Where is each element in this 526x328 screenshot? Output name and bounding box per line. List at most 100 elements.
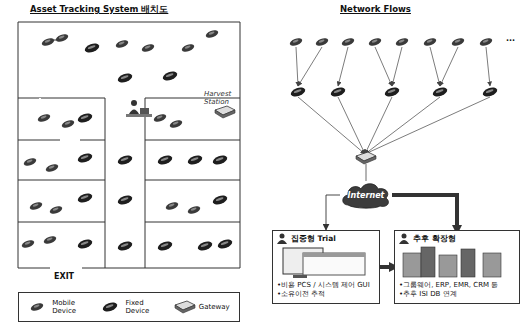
mobile-device bbox=[169, 119, 183, 130]
gui-screen bbox=[277, 245, 375, 279]
gateway-sample bbox=[175, 301, 195, 313]
box-text: •소유이전 추적 bbox=[277, 290, 375, 299]
mobile-device bbox=[205, 29, 219, 40]
box-heading: Internet bbox=[348, 191, 385, 200]
gateway-device bbox=[356, 152, 376, 164]
operator-icon bbox=[126, 100, 152, 117]
mobile-device bbox=[395, 37, 409, 48]
mobile-device bbox=[315, 37, 329, 48]
mobile-device bbox=[55, 33, 69, 44]
legend-text: Gateway bbox=[199, 303, 233, 311]
mobile-device bbox=[45, 163, 59, 174]
trial-box: 집중형 Trial •비용 PCS / 시스템 제어 GUI•소유이전 추적 bbox=[272, 230, 380, 304]
fixed-device bbox=[290, 86, 307, 99]
flow-arrow bbox=[338, 47, 348, 86]
mobile-device bbox=[115, 39, 129, 50]
station-label: Harvest Station bbox=[204, 90, 244, 106]
box-heading: 추후 확장형 bbox=[399, 234, 515, 243]
legend-sample bbox=[25, 300, 49, 314]
mobile-device bbox=[41, 37, 55, 48]
fixed-device bbox=[157, 240, 174, 253]
mobile-device bbox=[43, 235, 57, 246]
legend-item: Fixed Device bbox=[98, 299, 159, 315]
mobile-device bbox=[61, 119, 75, 130]
flow-arrow bbox=[440, 47, 458, 86]
box-text: •추후 ISI DB 연계 bbox=[399, 290, 515, 299]
fixed-sample bbox=[102, 301, 119, 314]
legend-item: Gateway bbox=[172, 300, 233, 314]
flow-arrow bbox=[338, 97, 365, 154]
fixed-device bbox=[432, 86, 449, 99]
mobile-device bbox=[153, 113, 167, 124]
flow-arrow bbox=[296, 47, 298, 86]
flow-arrow bbox=[365, 97, 490, 154]
legend-box: Mobile Device Fixed Device Gateway bbox=[18, 292, 240, 322]
user-icon bbox=[277, 233, 288, 244]
legend-text: Mobile Device bbox=[52, 299, 86, 315]
fixed-device bbox=[212, 194, 229, 207]
fixed-device bbox=[212, 154, 229, 167]
box-heading: 집중형 Trial bbox=[277, 234, 375, 243]
mobile-device bbox=[37, 113, 51, 124]
fixed-device bbox=[330, 86, 347, 99]
flow-arrow bbox=[298, 47, 322, 86]
mobile-device bbox=[341, 37, 355, 48]
fixed-device bbox=[117, 72, 134, 85]
fixed-device bbox=[117, 240, 134, 253]
fixed-device bbox=[482, 86, 499, 99]
mobile-sample bbox=[30, 302, 44, 313]
expansion-box: 추후 확장형 •그룹웨어, ERP, EMR, CRM 등•추후 ISI DB 연… bbox=[394, 230, 520, 304]
fixed-device bbox=[187, 154, 204, 167]
fixed-device bbox=[77, 192, 94, 205]
fixed-device bbox=[77, 238, 94, 251]
panel-title: Asset Tracking System 배치도 bbox=[30, 4, 168, 16]
fixed-device bbox=[217, 238, 234, 251]
mobile-device bbox=[479, 37, 493, 48]
flow-arrow bbox=[298, 97, 365, 154]
box-text: •비용 PCS / 시스템 제어 GUI bbox=[277, 281, 375, 290]
gateway-device bbox=[215, 106, 235, 118]
transition-arrow bbox=[392, 195, 457, 230]
fixed-device bbox=[117, 194, 134, 207]
mobile-device bbox=[289, 37, 303, 48]
server-group bbox=[399, 245, 515, 279]
flow-arrow bbox=[392, 47, 402, 86]
flow-arrow bbox=[486, 47, 490, 86]
mobile-device bbox=[49, 205, 63, 216]
mobile-device bbox=[29, 201, 43, 212]
box-text: •그룹웨어, ERP, EMR, CRM 등 bbox=[399, 281, 515, 290]
user-icon bbox=[399, 233, 410, 244]
fixed-device bbox=[384, 86, 401, 99]
mobile-device bbox=[451, 37, 465, 48]
legend-item: Mobile Device bbox=[25, 299, 86, 315]
mobile-device bbox=[368, 37, 382, 48]
floor-plan bbox=[18, 22, 240, 268]
fixed-device bbox=[197, 240, 214, 253]
fixed-device bbox=[162, 70, 179, 83]
legend-sample bbox=[98, 300, 122, 314]
exit-label: EXIT bbox=[54, 272, 74, 281]
transition-arrow bbox=[380, 265, 394, 269]
legend-sample bbox=[172, 300, 196, 314]
mobile-device bbox=[181, 43, 195, 54]
internet-cloud: Internet bbox=[340, 181, 392, 209]
fixed-device bbox=[84, 42, 101, 55]
flow-arrow bbox=[375, 47, 392, 86]
fixed-device bbox=[77, 112, 94, 125]
mobile-device bbox=[23, 157, 37, 168]
fixed-device bbox=[157, 154, 174, 167]
mobile-device bbox=[423, 37, 437, 48]
flow-arrow bbox=[365, 97, 440, 154]
gateway-link bbox=[366, 164, 367, 181]
legend-text: Fixed Device bbox=[125, 299, 159, 315]
network-link bbox=[326, 195, 340, 230]
fixed-device bbox=[117, 154, 134, 167]
flow-arrow bbox=[365, 97, 392, 154]
mobile-device bbox=[141, 43, 155, 54]
mobile-device bbox=[165, 201, 179, 212]
ellipsis-label: ... bbox=[506, 34, 515, 43]
fixed-device bbox=[77, 152, 94, 165]
panel-title: Network Flows bbox=[340, 4, 411, 14]
flow-arrow bbox=[430, 47, 440, 86]
mobile-device bbox=[21, 239, 35, 250]
